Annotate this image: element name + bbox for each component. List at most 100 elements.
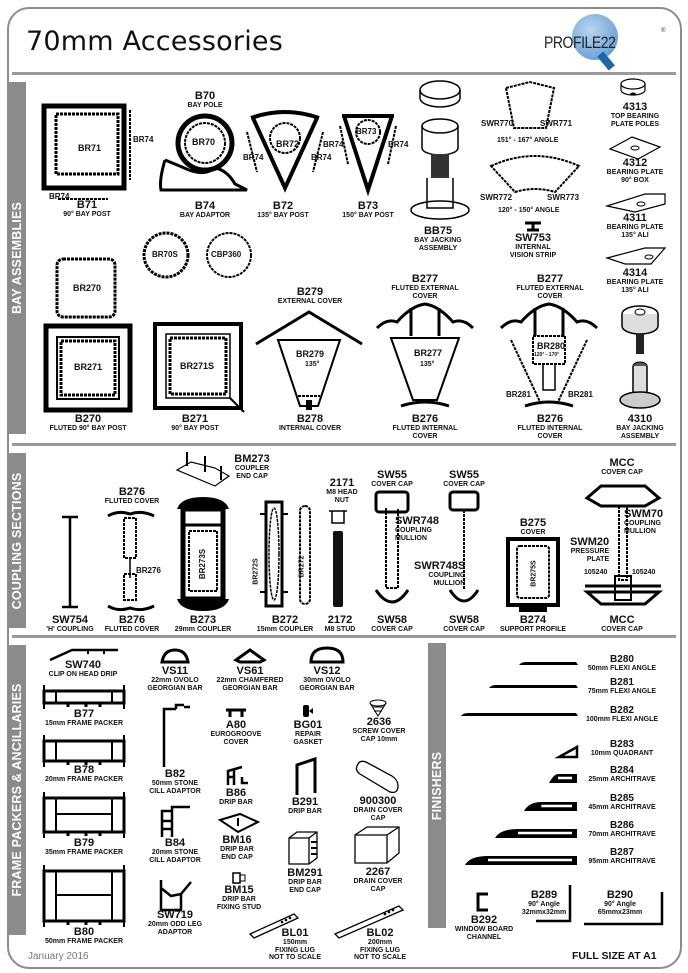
b70-desc: BAY POLE <box>187 102 223 109</box>
sw58b-desc: COVER CAP <box>443 626 485 633</box>
b285-desc: 45mm ARCHITRAVE <box>588 804 656 811</box>
b276-desc: FLUTED COVER <box>104 626 160 633</box>
n2172-label: 2172 M8 STUD <box>318 615 362 634</box>
section-label-finishers: FINISHERS <box>430 751 444 820</box>
b73-br74-right-label: BR74 <box>388 140 409 149</box>
bl01-drawing <box>248 912 300 940</box>
d900300-drawing <box>352 760 402 796</box>
s2636-label: 2636 SCREW COVER CAP 10mm <box>344 717 414 743</box>
b276b-b277b-drawing <box>497 300 602 413</box>
sw753-drawing <box>523 220 543 232</box>
bb75-code: BB75 <box>423 225 453 237</box>
b71-label: B71 90° BAY POST <box>52 200 122 219</box>
bm291-drawing <box>287 830 323 868</box>
sw753-desc2: VISION STRIP <box>509 251 557 259</box>
b292-drawing <box>476 892 490 912</box>
swm20-desc1: PRESSURE <box>570 548 610 555</box>
d2267-desc1: DRAIN COVER <box>353 878 403 885</box>
b84-code: B84 <box>164 837 186 849</box>
vs61-desc1: 22mm CHAMFERED <box>216 677 284 684</box>
vs11-desc2: GEORGIAN BAR <box>147 684 203 692</box>
mcc-bottom-code: MCC <box>609 614 635 626</box>
b286-drawing <box>494 827 578 839</box>
b77-code: B77 <box>73 708 95 720</box>
bm291-code: BM291 <box>287 867 323 879</box>
b290-desc1: 90° Angle <box>604 901 636 908</box>
sw58a-desc: COVER CAP <box>371 626 413 633</box>
swr748s-label: SWR748S COUPLING MULLION <box>414 561 465 587</box>
bm15-desc1: DRIP BAR <box>222 896 256 903</box>
swm20-label: SWM20 PRESSURE PLATE <box>570 537 609 563</box>
page-title: 70mm Accessories <box>26 26 283 57</box>
b287-code: B287 <box>610 847 634 858</box>
b283-drawing <box>554 744 579 759</box>
b272-drawing <box>258 498 318 610</box>
br270-drawing <box>55 257 117 319</box>
swm20-code: SWM20 <box>570 536 610 548</box>
bg01-desc2: GASKET <box>293 738 323 746</box>
section-bar-coupling: COUPLING SECTIONS <box>8 453 26 628</box>
d900300-desc2: CAP <box>370 814 386 822</box>
b276top-code: B276 <box>118 486 146 498</box>
br272s-label: BR272S <box>252 558 260 585</box>
swm20-desc2: PLATE <box>586 555 610 563</box>
swr-angle-a: 151° - 167° ANGLE <box>497 137 559 144</box>
p4311-label: 4311 BEARING PLATE 135° ALI <box>600 213 670 239</box>
sw58a-code: SW58 <box>377 614 407 626</box>
a80-desc1: EUROGROOVE <box>210 731 262 738</box>
swr748s-drawing <box>446 490 482 610</box>
bb75-desc2: ASSEMBLY <box>418 244 458 252</box>
bl01-desc3: NOT TO SCALE <box>269 954 321 962</box>
b277a-label: B277 FLUTED EXTERNAL COVER <box>380 274 470 300</box>
b82-drawing <box>160 703 192 769</box>
b79-code: B79 <box>73 837 95 849</box>
section-label-bay: BAY ASSEMBLIES <box>10 201 24 315</box>
b86-label: B86 DRIP BAR <box>211 788 261 807</box>
b290-drawing <box>582 890 666 926</box>
d2267-label: 2267 DRAIN COVER CAP <box>343 867 413 893</box>
b292-label: B292 WINDOW BOARD CHANNEL <box>452 915 516 941</box>
b290-desc2: 65mmx23mm <box>597 908 643 916</box>
b274-label: B274 SUPPORT PROFILE <box>493 615 573 634</box>
b274-desc: SUPPORT PROFILE <box>499 626 567 633</box>
br273s-label: BR273S <box>198 548 208 580</box>
b77-desc: 15mm FRAME PACKER <box>44 720 124 727</box>
vs61-desc2: GEORGIAN BAR <box>222 684 278 692</box>
swm70-label: SWM70 COUPLING MULLION <box>624 509 663 535</box>
b84-drawing <box>158 803 194 839</box>
bl01-desc1: 150mm <box>282 939 308 946</box>
sw719-code: SW719 <box>156 909 194 921</box>
bm15-drawing <box>232 872 246 884</box>
b279-desc: EXTERNAL COVER <box>277 298 343 305</box>
logo-tail-icon <box>597 51 615 71</box>
b276b-br281-left-label: BR281 <box>506 390 531 399</box>
bm273-desc1: COUPLER <box>234 465 270 472</box>
b82-code: B82 <box>164 768 186 780</box>
b79-label: B79 35mm FRAME PACKER <box>40 838 128 857</box>
br276-label: BR276 <box>136 566 161 575</box>
b278-part-label: BR279 <box>296 349 325 359</box>
b276b-part-label: BR280 <box>537 341 566 351</box>
a80-code: A80 <box>225 719 247 731</box>
p4311-desc1: BEARING PLATE <box>606 224 664 231</box>
b270-part-label: BR271 <box>74 362 103 372</box>
bm15-label: BM15 DRIP BAR FIXING STUD <box>207 885 271 911</box>
sw55b-code: SW55 <box>449 469 479 481</box>
vs12-desc1: 30mm OVOLO <box>303 677 351 684</box>
b276a-code: B276 <box>411 413 439 425</box>
b291-label: B291 DRIP BAR <box>280 797 330 816</box>
sw55a-desc: COVER CAP <box>371 481 413 488</box>
b270-code: B270 <box>74 413 102 425</box>
a80-drawing <box>225 708 247 718</box>
b79-desc: 35mm FRAME PACKER <box>44 849 124 856</box>
vs12-drawing <box>309 646 345 664</box>
b271-label: B271 90° BAY POST <box>160 414 230 433</box>
swr748-desc1: COUPLING <box>395 527 432 534</box>
b278-b279-drawing <box>254 308 364 413</box>
b286-code: B286 <box>610 820 634 831</box>
b73-label: B73 150° BAY POST <box>333 201 403 220</box>
sw58b-code: SW58 <box>449 614 479 626</box>
